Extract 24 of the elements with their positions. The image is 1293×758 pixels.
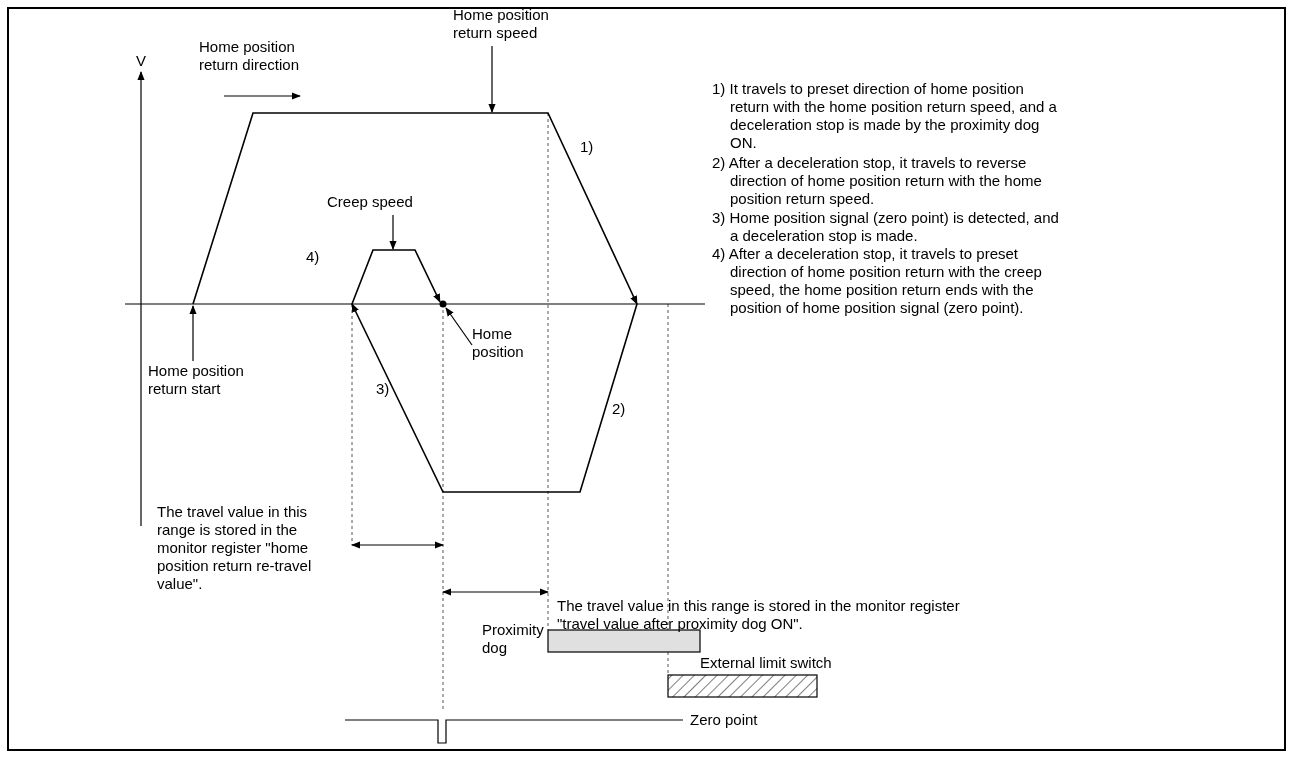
step-number: 3) xyxy=(376,380,391,398)
signal-label: Proximity dog xyxy=(482,621,545,657)
limit-switch-bar xyxy=(667,674,818,698)
note-text: 1) It travels to preset direction of home position return with the home position return speed, and a deceleration stop is made by the proximity dog ON. xyxy=(712,80,1058,152)
callout-text: Creep speed xyxy=(327,193,437,211)
leader-line xyxy=(445,307,473,346)
step-number: 2) xyxy=(612,400,627,418)
callout-text: Home position xyxy=(472,325,562,361)
note-text: 4) After a deceleration stop, it travels to preset direction of home position return with the creep speed, the home position return ends with the position of home position signal (zero point). xyxy=(712,245,1043,317)
callout-text: Home position return speed xyxy=(453,6,583,42)
signal-label: External limit switch xyxy=(700,654,833,672)
note-text: 3) Home position signal (zero point) is detected, and a deceleration stop is made. xyxy=(712,209,1060,245)
signal-label: Zero point xyxy=(690,711,759,729)
leader-line xyxy=(488,45,496,113)
step-number: 1) xyxy=(580,138,595,156)
range-note: The travel value in this range is stored in the monitor register "travel value after proximity dog ON". xyxy=(557,597,961,633)
leader-line xyxy=(389,214,397,250)
note-text: 2) After a deceleration stop, it travels to reverse direction of home position return with the home position return speed. xyxy=(712,154,1043,208)
axis-label: V xyxy=(136,52,147,70)
step-number: 4) xyxy=(306,248,321,266)
callout-text: Home position return start xyxy=(148,362,278,398)
range-note: The travel value in this range is stored in the monitor register "home position return re-travel value". xyxy=(157,503,313,593)
direction-label: Home position return direction xyxy=(199,38,301,74)
leader-line xyxy=(189,305,197,362)
